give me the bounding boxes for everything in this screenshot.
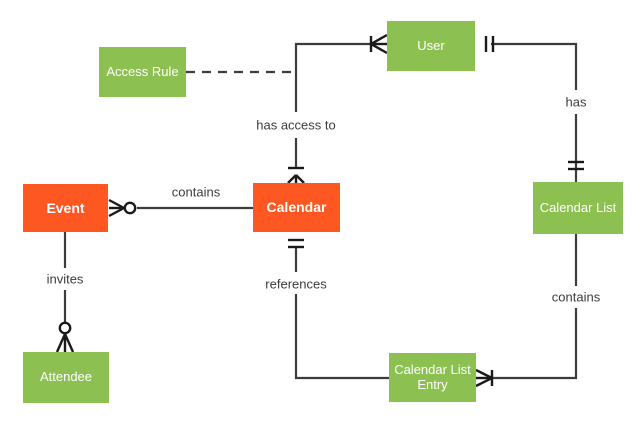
entity-attendee-label: Attendee: [39, 369, 93, 385]
entity-calendar-label: Calendar: [266, 199, 327, 216]
connector-contains-event-calendar: [108, 198, 253, 218]
crowfoot-zero-or-many-icon: [55, 321, 75, 353]
relationship-label-references: references: [262, 276, 330, 292]
cardinality-exactly-one-icon: [288, 238, 304, 249]
cardinality-exactly-one-icon: [484, 36, 495, 52]
crowfoot-zero-or-many-icon: [108, 198, 137, 218]
crowfoot-one-and-many-icon: [369, 33, 388, 55]
relationship-label-invites: invites: [43, 271, 87, 287]
entity-access-rule[interactable]: Access Rule: [99, 47, 186, 97]
entity-access-rule-label: Access Rule: [106, 63, 179, 79]
connector-has-access-to: [287, 33, 388, 184]
entity-attendee[interactable]: Attendee: [23, 352, 109, 403]
cardinality-exactly-one-icon: [568, 160, 584, 171]
entity-calendar-list-entry-label: Calendar List Entry: [394, 361, 471, 392]
relationship-label-has: has: [562, 94, 590, 110]
crowfoot-one-and-many-icon: [475, 368, 494, 388]
entity-calendar-list-entry[interactable]: Calendar List Entry: [389, 353, 476, 402]
connector-invites: [55, 232, 75, 353]
crowfoot-one-and-many-icon: [287, 166, 305, 184]
entity-calendar-list-label: Calendar List: [539, 199, 617, 215]
connector-references: [288, 238, 389, 380]
entity-user[interactable]: User: [387, 21, 475, 71]
entity-event-label: Event: [46, 199, 85, 216]
connector-has-calendar-list: [484, 36, 584, 182]
entity-calendar-list[interactable]: Calendar List: [533, 182, 623, 234]
entity-calendar[interactable]: Calendar: [253, 183, 340, 232]
connector-contains-list-entry: [475, 234, 578, 388]
relationship-label-contains-list: contains: [548, 289, 604, 305]
entity-event[interactable]: Event: [23, 184, 108, 232]
relationship-label-has-access-to: has access to: [253, 117, 339, 133]
entity-user-label: User: [417, 37, 445, 53]
relationship-label-contains: contains: [168, 184, 224, 200]
